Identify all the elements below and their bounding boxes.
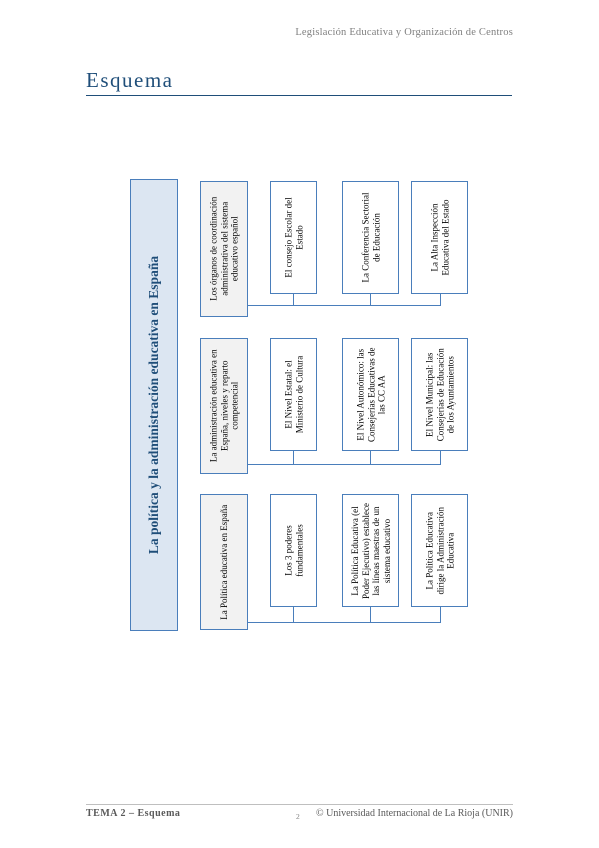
row-3-head-box: La Política educativa en España [200, 494, 248, 630]
row-1-item-2-text: La Conferencia Sectorial de Educación [360, 192, 381, 283]
row-1-item-3-text: La Alta Inspección Educativa del Estado [429, 199, 450, 276]
row-1-item-1-text: El consejo Escolar del Estado [283, 197, 304, 278]
row-3-item-1-box: Los 3 poderes fundamentales [270, 494, 317, 607]
row-3-drop-1 [293, 607, 295, 622]
main-title: La política y la administración educativ… [146, 255, 161, 555]
row-1-item-3-box: La Alta Inspección Educativa del Estado [411, 181, 468, 294]
main-title-box: La política y la administración educativ… [130, 179, 178, 631]
row-3-drop-3 [440, 607, 442, 622]
row-2-connector [248, 464, 441, 466]
row-3-item-3-box: La Política Educativa dirige la Administ… [411, 494, 468, 607]
row-1-item-2-box: La Conferencia Sectorial de Educación [342, 181, 399, 294]
row-3-item-3-text: La Política Educativa dirige la Administ… [423, 506, 455, 595]
title-rule [86, 95, 512, 96]
row-2-drop-2 [370, 451, 372, 464]
row-1-head-text: Los órganos de coordinación administrati… [208, 196, 240, 302]
row-2-head-text: La administración educativa en España, n… [208, 349, 240, 463]
row-3-item-1-text: Los 3 poderes fundamentales [283, 524, 304, 577]
row-2-head-box: La administración educativa en España, n… [200, 338, 248, 474]
row-2-item-3-text: El Nivel Municipal: las Consejerías de E… [423, 348, 455, 441]
row-2-item-2-box: El Nivel Autonómico: las Consejerías Edu… [342, 338, 399, 451]
row-1-item-1-box: El consejo Escolar del Estado [270, 181, 317, 294]
row-2-item-3-box: El Nivel Municipal: las Consejerías de E… [411, 338, 468, 451]
row-3-drop-2 [370, 607, 372, 622]
row-3-item-2-text: La Política Educativa (el Poder Ejecutiv… [349, 502, 392, 599]
footer-rule [86, 804, 513, 805]
row-1-drop-3 [440, 294, 442, 305]
page-title: Esquema [86, 68, 174, 92]
row-2-drop-3 [440, 451, 442, 464]
row-3-item-2-box: La Política Educativa (el Poder Ejecutiv… [342, 494, 399, 607]
row-1-head-box: Los órganos de coordinación administrati… [200, 181, 248, 317]
footer-page-number: 2 [296, 812, 300, 821]
row-1-drop-2 [370, 294, 372, 305]
row-1-drop-1 [293, 294, 295, 305]
footer-copyright: © Universidad Internacional de La Rioja … [316, 808, 513, 819]
row-2-item-1-box: El Nivel Estatal: el Ministerio de Cultu… [270, 338, 317, 451]
running-header: Legislación Educativa y Organización de … [295, 27, 513, 38]
row-2-item-2-text: El Nivel Autonómico: las Consejerías Edu… [354, 347, 386, 442]
row-2-drop-1 [293, 451, 295, 464]
row-1-connector [248, 305, 441, 307]
footer-section-label: TEMA 2 – Esquema [86, 808, 181, 819]
row-2-item-1-text: El Nivel Estatal: el Ministerio de Cultu… [283, 355, 304, 434]
row-3-head-text: La Política educativa en España [218, 504, 229, 620]
row-3-connector [248, 622, 441, 624]
